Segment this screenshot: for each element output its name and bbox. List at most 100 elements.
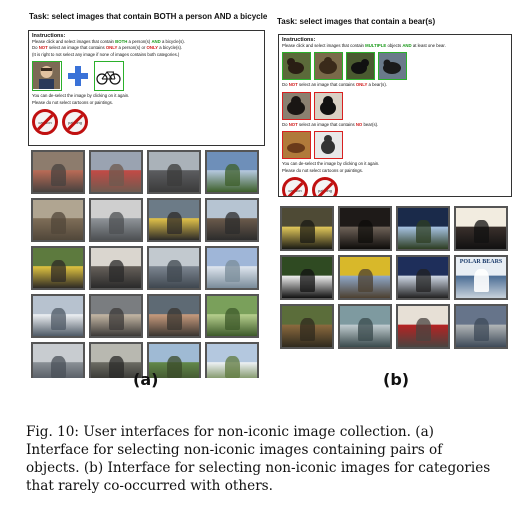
example-bears-2 [314,52,343,81]
image-thumbnail[interactable] [205,294,259,338]
image-thumbnail[interactable] [89,150,143,194]
no-painting-icon: painting [62,109,88,136]
example-row-a [32,61,261,92]
thumbnail-subject [50,164,66,186]
image-thumbnail[interactable] [205,342,259,378]
example-row-no-bear [282,131,508,160]
image-thumbnail[interactable] [89,342,143,378]
instruction-line-3-b: Do NOT select an image that contains NO … [282,122,508,128]
text: bear(s). [362,121,379,127]
image-thumbnail[interactable] [338,255,392,300]
text: Do [32,45,39,51]
text-emphasis: ONLY [146,45,159,51]
text-emphasis: NOT [288,121,298,127]
image-thumbnail[interactable] [31,246,85,290]
image-thumbnail[interactable] [147,150,201,194]
task-title-b: Task: select images that contain a bear(… [277,17,436,26]
text-emphasis: MULTIPLE [365,43,387,48]
thumbnail-subject [166,308,182,330]
image-thumbnail[interactable] [396,304,450,349]
image-grid-b: POLAR BEARS [280,206,508,358]
thumbnail-subject [166,212,182,234]
image-thumbnail[interactable] [454,304,508,349]
animal-icon [287,143,305,154]
bear-icon [287,58,304,75]
text-emphasis: NO [355,121,363,127]
no-cartoon-painting-row-a: cartoon painting [32,109,261,136]
image-thumbnail[interactable] [205,198,259,242]
text-emphasis: NOT [288,82,298,88]
text: a bicycle(s). [158,45,183,51]
text: Do [282,121,289,127]
text-emphasis: NOT [38,45,48,51]
thumbnail-subject [473,318,489,341]
text-emphasis: BOTH [115,39,128,44]
image-thumbnail[interactable] [89,198,143,242]
image-thumbnail[interactable] [280,206,334,251]
thumbnail-subject [224,260,240,282]
task-title-a: Task: select images that contain BOTH a … [29,12,268,21]
image-thumbnail[interactable] [147,198,201,242]
thumbnail-subject [50,212,66,234]
no-icon-text: cartoon [288,187,302,193]
image-thumbnail[interactable] [89,294,143,338]
bear-icon [383,59,401,75]
bicycle-icon [95,62,122,90]
thumbnail-subject [299,269,315,292]
no-icon-text: painting [317,187,332,193]
image-thumbnail[interactable] [338,304,392,349]
instruction-line-4-a: You can de-select the image by clicking … [32,93,130,99]
text-emphasis: ONLY [105,45,118,51]
image-thumbnail[interactable] [205,246,259,290]
image-thumbnail[interactable] [396,255,450,300]
example-no-bear-2 [314,131,343,160]
image-thumbnail[interactable] [396,206,450,251]
instructions-box-b: Instructions: Please click and select im… [278,34,512,197]
example-person-image [32,61,62,92]
image-thumbnail[interactable] [147,294,201,338]
thumbnail-subject [473,220,489,243]
text-emphasis: ONLY [355,82,368,88]
thumbnail-subject [357,220,373,243]
figure-caption: Fig. 10: User interfaces for non-iconic … [26,424,491,494]
image-thumbnail[interactable]: POLAR BEARS [454,255,508,300]
instruction-line-4-b: You can de-select the image by clicking … [282,161,380,167]
toy-bear-icon [321,135,335,155]
instruction-line-5-b: Please do not select cartoons or paintin… [282,167,363,173]
thumbnail-subject [299,220,315,243]
instruction-line-2-b: Do NOT select an image that contains ONL… [282,82,508,88]
image-thumbnail[interactable] [31,150,85,194]
image-thumbnail[interactable] [205,150,259,194]
image-thumbnail[interactable] [89,246,143,290]
image-thumbnail[interactable] [280,255,334,300]
panel-a: Task: select images that contain BOTH a … [26,12,269,378]
text: a bicycle(s). [160,39,185,44]
thumbnail-subject [299,318,315,341]
thumbnail-subject [50,356,66,378]
thumbnail-subject [224,164,240,186]
image-thumbnail[interactable] [454,206,508,251]
text: Do [282,82,289,88]
example-only-bear-1 [282,91,311,120]
example-bears-1 [282,52,311,81]
instructions-heading-b: Instructions: [282,37,316,43]
instruction-line-3-a: (It is right to not select any image if … [32,51,180,57]
thumbnail-subject [415,318,431,341]
image-thumbnail[interactable] [31,198,85,242]
example-only-bear-2 [314,91,343,120]
bear-icon [319,57,337,75]
text: Please click and select images that cont… [282,43,366,48]
no-icon-text: cartoon [38,119,52,125]
image-thumbnail[interactable] [338,206,392,251]
panel-label-b: (b) [383,370,410,389]
no-cartoon-icon: cartoon [282,177,308,196]
text: objects [386,43,403,48]
image-thumbnail[interactable] [147,342,201,378]
person-icon [33,62,60,90]
image-thumbnail[interactable] [31,342,85,378]
instructions-heading-a: Instructions: [32,33,66,39]
image-thumbnail[interactable] [31,294,85,338]
image-thumbnail[interactable] [147,246,201,290]
image-thumbnail[interactable] [280,304,334,349]
panel-label-a: (a) [133,370,159,389]
